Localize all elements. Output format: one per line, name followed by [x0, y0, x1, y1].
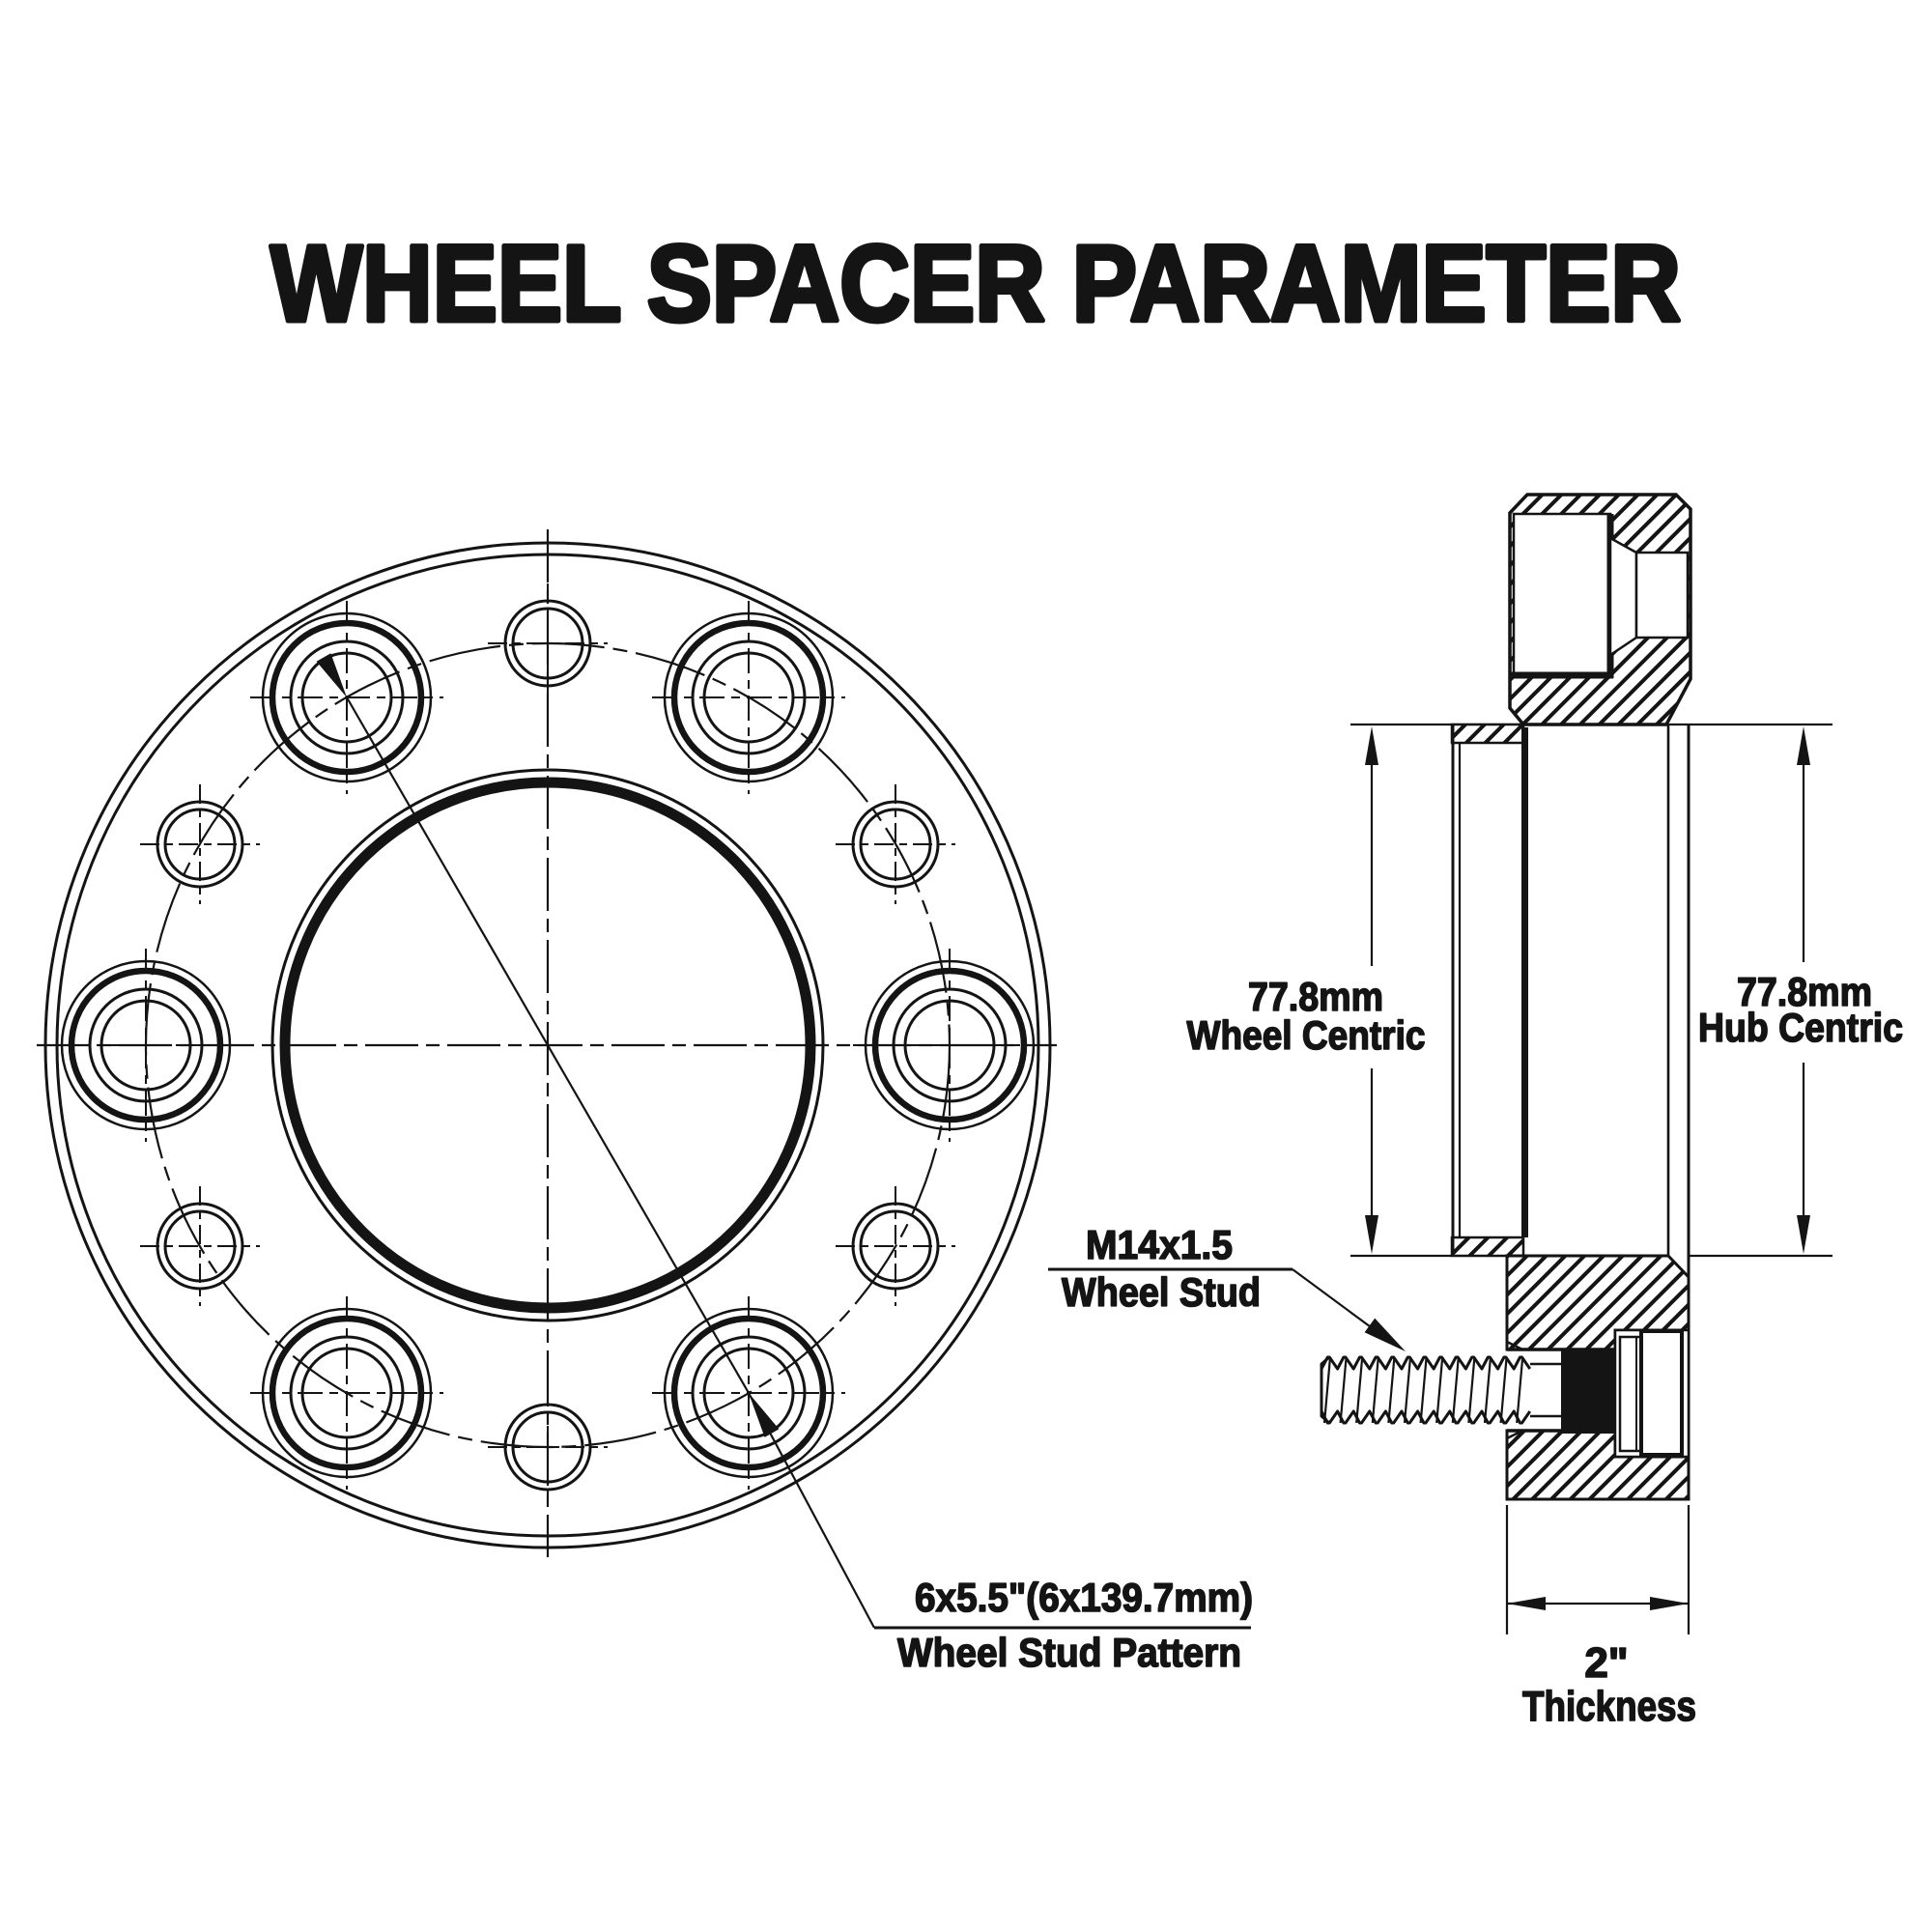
page-title: WHEEL SPACER PARAMETER: [270, 223, 1681, 344]
arrowhead: [316, 653, 347, 697]
hub-centric-label: Hub Centric: [1698, 1005, 1903, 1050]
center-bore-chamfer: [270, 768, 825, 1322]
leader-line: [748, 1392, 875, 1629]
wheel-centric-value: 77.8mm: [1248, 974, 1383, 1019]
leader-line: [1292, 1268, 1378, 1333]
hub-centric-dimension: 77.8mm Hub Centric: [1697, 726, 1904, 1254]
lug-nut-socket: [1512, 512, 1612, 677]
arrowhead: [1797, 726, 1810, 765]
wheel-stud-value: M14x1.5: [1086, 1222, 1233, 1267]
stud-pattern-callout: 6x5.5"(6x139.7mm) Wheel Stud Pattern: [748, 1392, 1254, 1676]
stud-washer: [1618, 1335, 1643, 1453]
lip-bottom-hatch: [1450, 1236, 1525, 1258]
arrowhead: [1507, 1597, 1546, 1610]
hole-taper: [1608, 535, 1638, 658]
arrowhead: [1650, 1597, 1689, 1610]
front-view-drawing: [37, 529, 1057, 1557]
arrowhead: [749, 1393, 780, 1437]
thickness-dimension: 2" Thickness: [1505, 1505, 1697, 1731]
wheel-stud-label: Wheel Stud: [1062, 1269, 1261, 1315]
wheel-centric-dimension: 77.8mm Wheel Centric: [1186, 726, 1426, 1254]
wheel-centric-label: Wheel Centric: [1187, 1012, 1426, 1058]
stud-head: [1639, 1329, 1684, 1457]
side-view-drawing: 77.8mm Wheel Centric 77.8mm Hub Centric …: [1048, 493, 1904, 1731]
wheel-stud: [1320, 1329, 1684, 1457]
outer-rim-circle: [43, 541, 1052, 1549]
arrowhead: [1365, 1215, 1378, 1254]
lip-top-hatch: [1450, 723, 1525, 745]
center-bore: [279, 777, 816, 1314]
countersink-bottom: [1506, 1429, 1523, 1440]
stud-spline-section: [1561, 1349, 1615, 1434]
arrowhead: [1797, 1215, 1810, 1254]
through-hole: [1634, 551, 1690, 639]
thickness-label: Thickness: [1522, 1683, 1696, 1730]
thickness-value: 2": [1584, 1639, 1628, 1687]
stud-pattern-label: Wheel Stud Pattern: [897, 1630, 1241, 1675]
stud-pattern-value: 6x5.5"(6x139.7mm): [915, 1575, 1253, 1620]
countersink-top: [1506, 1340, 1523, 1351]
arrowhead: [1364, 1318, 1406, 1351]
hub-centric-value: 77.8mm: [1737, 969, 1872, 1014]
wheel-stud-callout: M14x1.5 Wheel Stud: [1048, 1221, 1406, 1351]
arrowhead: [1365, 726, 1378, 765]
